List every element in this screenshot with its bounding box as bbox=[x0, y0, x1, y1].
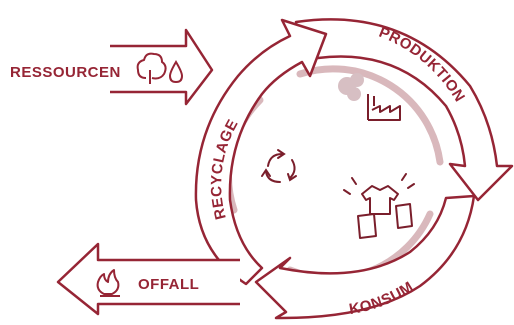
resources-label: RESSOURCEN bbox=[10, 64, 121, 81]
products-icon bbox=[344, 174, 414, 238]
inner-shadow-ring bbox=[229, 69, 440, 278]
recycle-icon bbox=[262, 150, 296, 182]
factory-icon bbox=[338, 73, 400, 120]
waste-label: OFFALL bbox=[138, 276, 199, 293]
resources-arrow bbox=[110, 30, 212, 104]
